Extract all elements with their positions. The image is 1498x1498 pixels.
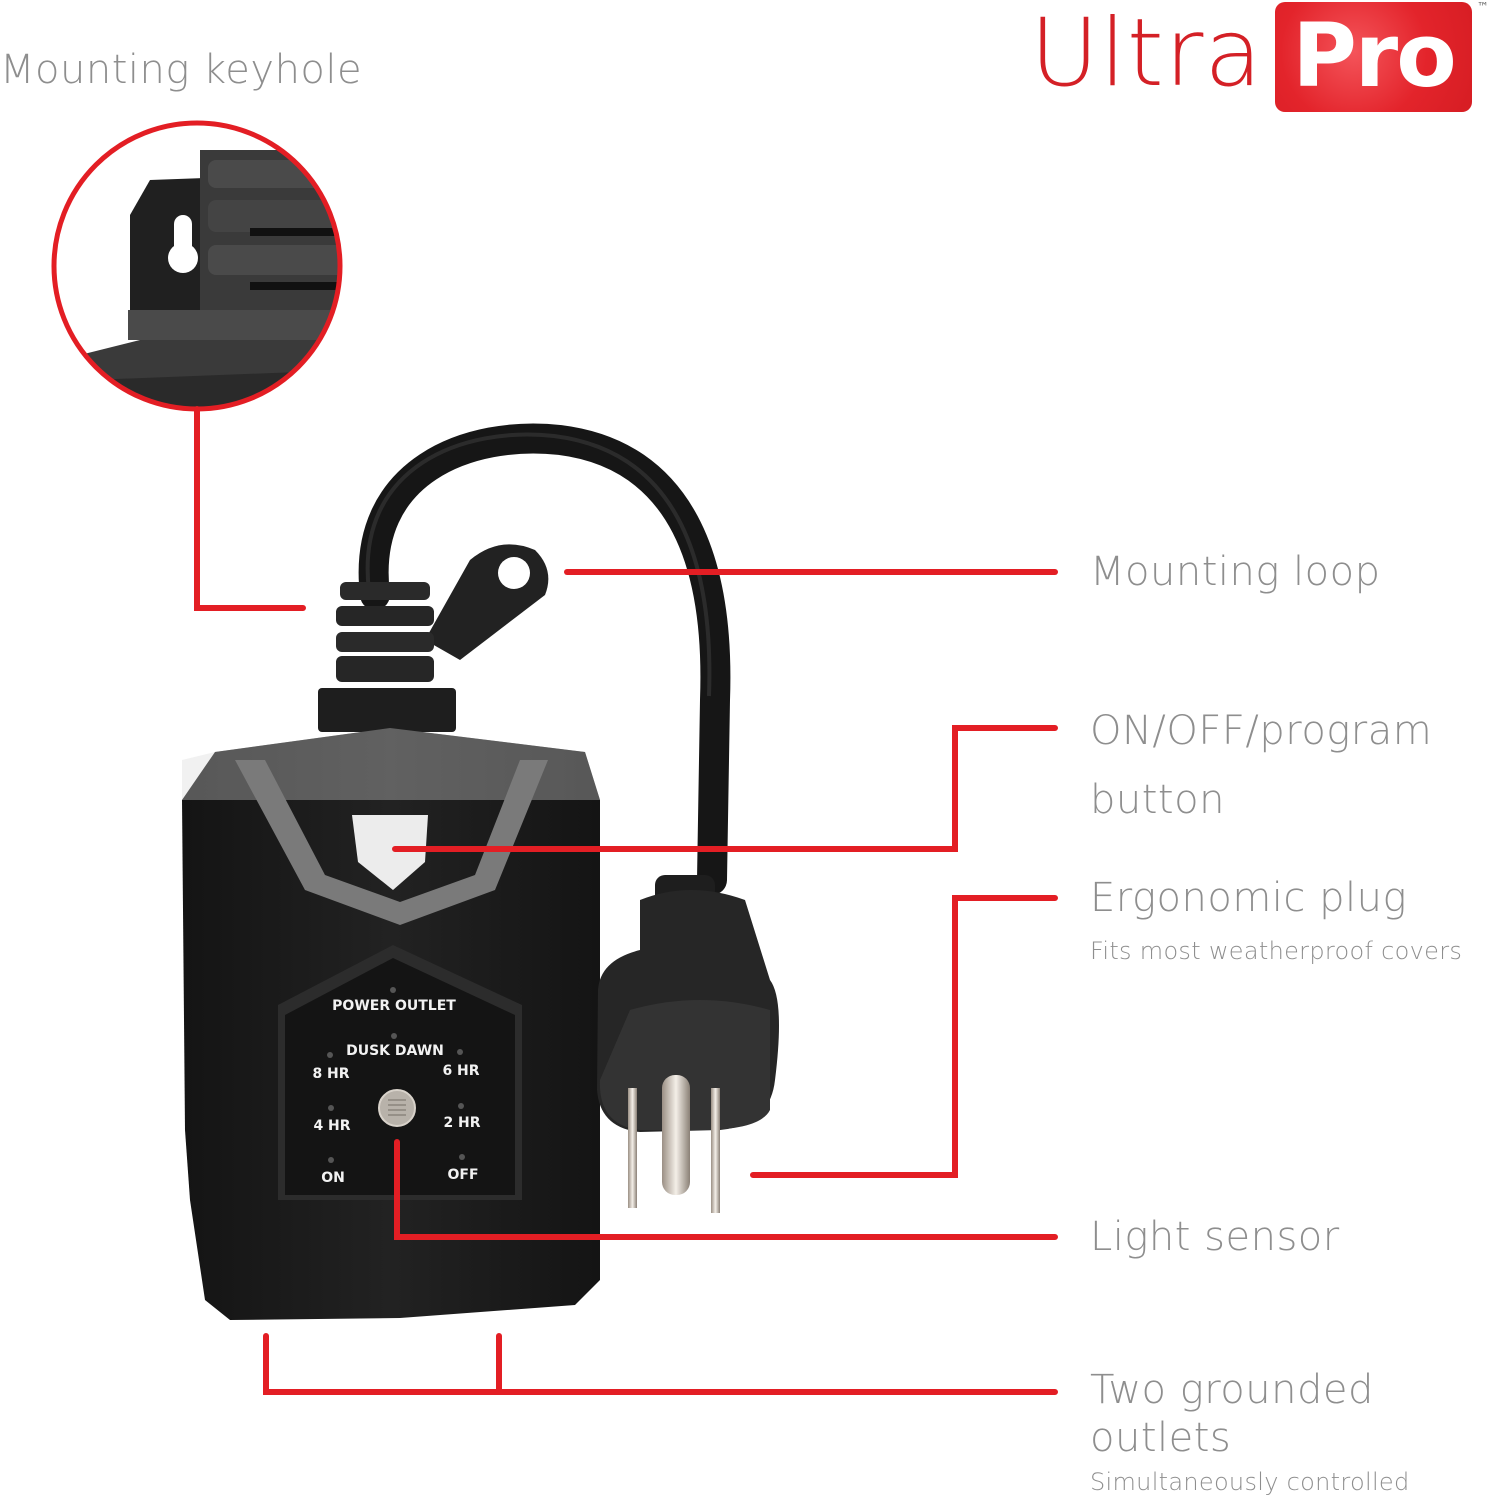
strain-relief xyxy=(318,582,456,732)
callout-mounting-loop: Mounting loop xyxy=(1090,549,1381,595)
light-sensor-callout-line xyxy=(394,1139,1058,1240)
panel-label-power-outlet: POWER OUTLET xyxy=(332,998,456,1014)
trademark-symbol: ™ xyxy=(1477,0,1489,14)
power-cord xyxy=(358,423,731,895)
callout-ergonomic-plug-subtitle: Fits most weatherproof covers xyxy=(1090,937,1463,965)
control-panel xyxy=(285,958,515,1195)
ergonomic-plug xyxy=(597,875,779,1213)
panel-label-off: OFF xyxy=(447,1167,479,1183)
brand-pro-badge: Pro xyxy=(1275,2,1472,112)
indicator-dots xyxy=(327,987,465,1163)
brand-logo: Ultra Pro ™ xyxy=(1030,0,1490,118)
callout-outlets-line1: Two grounded xyxy=(1090,1367,1374,1413)
callout-program-button-line2: button xyxy=(1090,777,1225,823)
panel-label-dusk-dawn: DUSK DAWN xyxy=(346,1043,444,1059)
light-sensor xyxy=(378,1089,416,1127)
callout-light-sensor: Light sensor xyxy=(1090,1214,1340,1260)
panel-label-4hr: 4 HR xyxy=(313,1118,351,1134)
callout-lines xyxy=(194,406,1058,1395)
brand-name-bold: Pro xyxy=(1292,4,1456,107)
callout-outlets-subtitle: Simultaneously controlled xyxy=(1090,1468,1410,1496)
panel-label-on: ON xyxy=(321,1170,345,1186)
callout-program-button-line1: ON/OFF/program xyxy=(1090,708,1433,754)
mounting-loop-tab xyxy=(425,544,549,660)
panel-label-6hr: 6 HR xyxy=(442,1063,480,1079)
callout-mounting-keyhole: Mounting keyhole xyxy=(0,47,363,93)
panel-label-8hr: 8 HR xyxy=(312,1066,350,1082)
program-button xyxy=(352,815,428,890)
panel-label-2hr: 2 HR xyxy=(443,1115,481,1131)
keyhole-callout-line xyxy=(194,406,306,611)
brand-name-light: Ultra xyxy=(1030,0,1264,108)
program-button-callout-line xyxy=(392,725,1058,852)
callout-ergonomic-plug: Ergonomic plug xyxy=(1090,875,1407,921)
outlets-callout-line xyxy=(263,1333,1058,1395)
callout-outlets-line2: outlets xyxy=(1090,1415,1232,1461)
chevron-accent xyxy=(235,760,548,925)
plug-callout-line xyxy=(750,895,1058,1178)
